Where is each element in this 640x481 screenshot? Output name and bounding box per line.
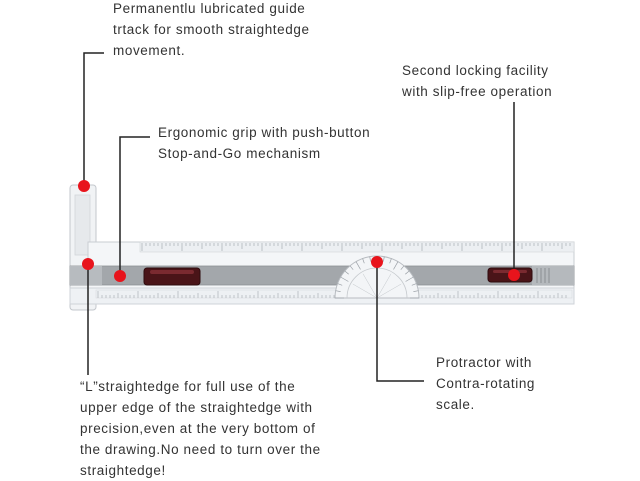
left-grip-highlight: [150, 270, 194, 274]
leader-guide-track: [83, 52, 104, 185]
scale-tick: [369, 256, 371, 262]
ruler-top-scale: [139, 241, 575, 253]
scale-tick: [376, 283, 402, 299]
scale-tick: [383, 256, 385, 262]
band-right-ridges: [536, 268, 550, 283]
scale-tick: [405, 270, 410, 275]
leader-ergonomic-grip: [119, 136, 150, 276]
band-left-cap: [70, 266, 102, 285]
scale-tick: [413, 290, 419, 292]
scale-tick: [344, 270, 349, 275]
marker-second-lock: [508, 269, 520, 281]
callout-line: movement.: [113, 43, 186, 58]
callout-line: with slip-free operation: [402, 84, 553, 99]
marker-l-straightedge: [82, 258, 94, 270]
vertical-guide-inner: [74, 194, 91, 256]
callout-line: “L”straightedge for full use of the: [80, 379, 296, 394]
callout-line: Stop-and-Go mechanism: [158, 146, 321, 161]
callout-line: scale.: [436, 397, 475, 412]
marker-protractor: [371, 256, 383, 268]
scale-tick: [337, 283, 343, 286]
scale-tick: [335, 290, 341, 292]
callout-line: precision,even at the very bottom of: [80, 421, 316, 436]
scale-tick: [411, 283, 417, 286]
scale-tick: [400, 265, 405, 270]
marker-guide-track: [78, 180, 90, 192]
leader-lines: [83, 52, 515, 382]
callout-protractor: Protractor with Contra-rotating scale.: [436, 352, 535, 415]
marker-ergonomic-grip: [114, 270, 126, 282]
leader-protractor: [376, 262, 424, 382]
callout-ergonomic-grip: Ergonomic grip with push-button Stop-and…: [158, 122, 370, 164]
scale-tick: [389, 258, 392, 264]
callout-line: upper edge of the straightedge with: [80, 400, 313, 415]
scale-tick: [376, 273, 392, 299]
callout-line: Ergonomic grip with push-button: [158, 125, 371, 140]
callout-line: straightedge!: [80, 463, 166, 478]
markers: [78, 180, 520, 282]
callout-line: the drawing.No need to turn over the: [80, 442, 321, 457]
scale-tick: [340, 276, 349, 282]
top-scale-ticks: [141, 243, 571, 251]
scale-tick: [355, 261, 361, 270]
callout-l-straightedge: “L”straightedge for full use of the uppe…: [80, 376, 321, 481]
band-right-cap: [532, 266, 574, 285]
callout-second-lock: Second locking facility with slip-free o…: [402, 60, 552, 102]
callout-line: Contra-rotating: [436, 376, 536, 391]
callout-guide-track: Permanentlu lubricated guide trtack for …: [113, 0, 310, 61]
scale-tick: [349, 265, 354, 270]
scale-tick: [352, 283, 378, 299]
callout-line: trtack for smooth straightedge: [113, 22, 310, 37]
scale-tick: [393, 261, 399, 270]
callout-line: Protractor with: [436, 355, 533, 370]
callout-line: Second locking facility: [402, 63, 549, 78]
scale-tick: [405, 276, 414, 282]
scale-tick: [362, 273, 378, 299]
callout-line: Permanentlu lubricated guide: [113, 1, 306, 16]
scale-tick: [362, 258, 365, 264]
